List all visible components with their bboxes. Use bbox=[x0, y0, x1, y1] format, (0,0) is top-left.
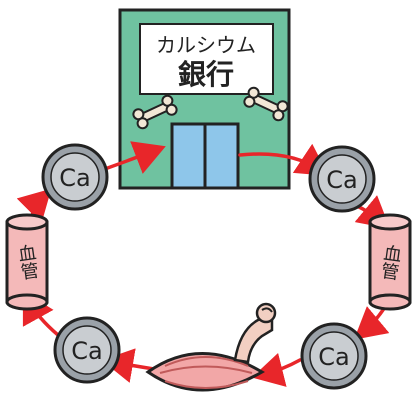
blood-vessel-right: 血管 bbox=[368, 213, 412, 311]
bank-sign-line2: 銀行 bbox=[178, 58, 234, 91]
flexing-arm-icon bbox=[233, 302, 277, 364]
bank-sign bbox=[139, 23, 274, 95]
blood-vessel-left: 血管 bbox=[5, 213, 49, 311]
calcium-label: Ca bbox=[318, 343, 349, 371]
calcium-label: Ca bbox=[326, 166, 357, 194]
calcium-label: Ca bbox=[59, 164, 90, 192]
arrow-bottom-right-coin-to-muscle bbox=[251, 352, 302, 387]
bank-door bbox=[170, 122, 240, 190]
muscle-fiber bbox=[145, 352, 265, 392]
calcium-coin: Ca bbox=[308, 145, 376, 213]
blood-vessel-label: 血管 bbox=[377, 243, 403, 282]
calcium-coin: Ca bbox=[53, 316, 121, 384]
calcium-bank-building: カルシウム 銀行 bbox=[118, 8, 291, 190]
bone-icon bbox=[243, 86, 289, 122]
calcium-label: Ca bbox=[71, 337, 102, 365]
bone-icon bbox=[132, 94, 178, 130]
blood-vessel-label: 血管 bbox=[14, 243, 40, 282]
bank-sign-line1: カルシウム bbox=[156, 33, 256, 57]
calcium-coin: Ca bbox=[41, 143, 109, 211]
calcium-coin: Ca bbox=[300, 322, 368, 390]
